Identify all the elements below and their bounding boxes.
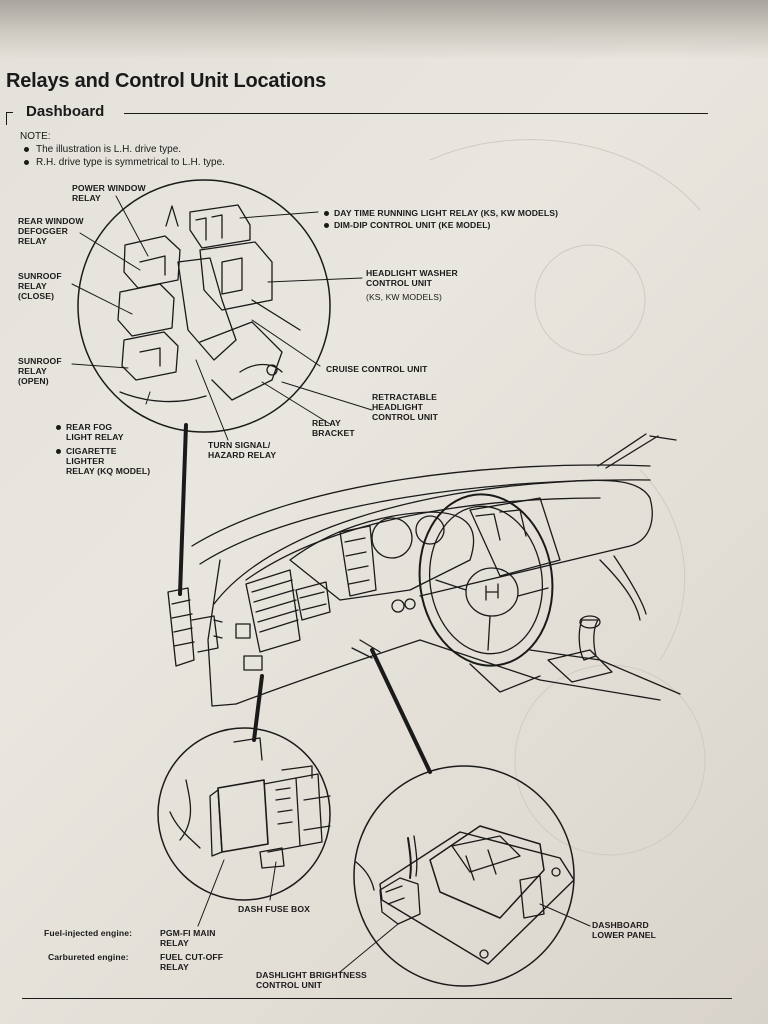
fuse-box-detail (157, 727, 331, 901)
note-item: The illustration is L.H. drive type. (22, 143, 225, 156)
label-retractable-headlight-control-unit: RETRACTABLE HEADLIGHT CONTROL UNIT (372, 392, 438, 422)
section-title: Dashboard (26, 103, 105, 120)
fuse-leader-lines (197, 859, 277, 927)
label-fuel-injected-engine: Fuel-injected engine: (44, 928, 133, 938)
label-rear-fog-light-relay: REAR FOG LIGHT RELAY (54, 422, 124, 442)
label-sunroof-relay-open: SUNROOF RELAY (OPEN) (18, 356, 62, 386)
section-bracket (6, 112, 13, 125)
label-day-time-running-light-relay: DAY TIME RUNNING LIGHT RELAY (KS, KW mod… (322, 208, 558, 218)
label-dash-fuse-box: DASH FUSE BOX (238, 904, 310, 914)
note-block: NOTE: The illustration is L.H. drive typ… (20, 130, 225, 169)
label-pgm-fi-main-relay: PGM-FI MAIN RELAY (160, 928, 216, 948)
lower-panel-detail (353, 765, 575, 987)
label-rear-window-defogger-relay: REAR WINDOW DEFOGGER RELAY (18, 216, 84, 246)
label-relay-bracket: RELAY BRACKET (312, 418, 355, 438)
label-carbureted-engine: Carbureted engine: (48, 952, 129, 962)
label-turn-signal-hazard-relay: TURN SIGNAL/ HAZARD RELAY (208, 440, 277, 460)
relay-leader-lines (71, 195, 373, 441)
label-fuel-cut-off-relay: FUEL CUT-OFF RELAY (160, 952, 224, 972)
label-headlight-washer-control-unit: HEADLIGHT WASHER CONTROL UNIT (366, 268, 458, 288)
label-headlight-washer-models: (KS, KW models) (366, 292, 442, 302)
note-heading: NOTE: (20, 131, 51, 142)
label-dashboard-lower-panel: DASHBOARD LOWER PANEL (592, 920, 656, 940)
connector-line-lower (370, 648, 432, 774)
relay-cluster-detail (77, 179, 331, 433)
section-rule (124, 113, 708, 114)
label-dim-dip-control-unit: DIM-DIP CONTROL UNIT (KE model) (322, 220, 491, 230)
connector-line-top (178, 423, 188, 596)
label-dashlight-brightness-control-unit: DASHLIGHT BRIGHTNESS CONTROL UNIT (256, 970, 367, 990)
page-title: Relays and Control Unit Locations (6, 70, 327, 92)
bottom-rule (22, 998, 732, 999)
photo-shadow (0, 0, 768, 60)
note-list: The illustration is L.H. drive type. R.H… (20, 143, 225, 169)
note-item: R.H. drive type is symmetrical to L.H. t… (22, 156, 225, 169)
label-cigarette-lighter-relay: CIGARETTE LIGHTER RELAY (KQ model) (54, 446, 150, 476)
lower-panel-leader-lines (339, 903, 591, 973)
background-ghost-lines (429, 139, 706, 856)
label-sunroof-relay-close: SUNROOF RELAY (CLOSE) (18, 271, 62, 301)
label-cruise-control-unit: CRUISE CONTROL UNIT (326, 364, 428, 374)
label-power-window-relay: POWER WINDOW RELAY (72, 183, 146, 203)
